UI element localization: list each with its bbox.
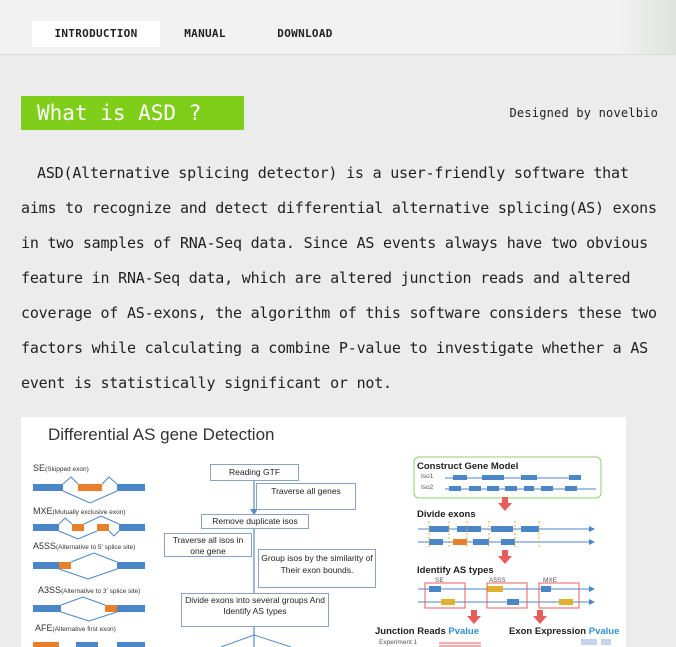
- label-se: SE: [435, 577, 444, 584]
- label-exon-expression: Exon Expression Pvalue: [509, 626, 620, 637]
- as-type-afe: AFE(Alternative first exon): [35, 623, 116, 633]
- figure-graphics: [33, 456, 611, 647]
- arrow-down-2: [498, 550, 512, 564]
- tab-manual[interactable]: MANUAL: [184, 27, 226, 40]
- as-type-a5ss: A5SS(Alternative to 5' splice site): [33, 541, 136, 551]
- flow-divide-exons: Divide exons into several groups And Ide…: [181, 593, 329, 627]
- label-mxe: MXE: [543, 577, 558, 584]
- as-type-se: SE(Skipped exon): [33, 463, 89, 473]
- tab-download[interactable]: DOWNLOAD: [277, 27, 333, 40]
- label-experiment-1: Experiment 1: [379, 639, 418, 646]
- arrow-down-1: [498, 497, 512, 511]
- intro-paragraph: ASD(Alternative splicing detector) is a …: [21, 164, 657, 392]
- arrow-down-4: [533, 610, 547, 624]
- label-iso2: Iso2: [421, 484, 434, 491]
- label-identify-as-types: Identify AS types: [417, 565, 494, 576]
- a5ss-diagram: [33, 552, 145, 580]
- main-nav: INTRODUCTION MANUAL DOWNLOAD: [32, 21, 360, 47]
- label-construct-gene-model: Construct Gene Model: [417, 461, 519, 472]
- flow-traverse-isos: Traverse all isos in one gene: [164, 533, 252, 557]
- se-diagram: [33, 476, 145, 504]
- as-type-mxe: MXE(Mutually exclusive exon): [33, 506, 126, 516]
- as-type-a3ss: A3SS(Alternative to 3' splice site): [38, 585, 141, 595]
- label-iso1: Iso1: [421, 473, 434, 480]
- label-a5ss: A5SS: [489, 577, 506, 584]
- afe-diagram: [33, 642, 145, 647]
- mxe-diagram: [33, 515, 145, 540]
- arrow-down-3: [467, 610, 481, 624]
- a3ss-diagram: [33, 596, 145, 622]
- nav-bar-edge: [616, 0, 676, 54]
- designer-credit: Designed by novelbio: [509, 106, 658, 120]
- flow-traverse-genes: Traverse all genes: [256, 483, 356, 510]
- label-divide-exons: Divide exons: [417, 509, 476, 520]
- figure-title: Differential AS gene Detection: [48, 425, 275, 444]
- tab-introduction[interactable]: INTRODUCTION: [32, 21, 160, 47]
- page-title: What is ASD ?: [21, 96, 244, 130]
- flow-remove-duplicate: Remove duplicate isos: [201, 514, 309, 529]
- label-junction-reads: Junction Reads Pvalue: [375, 626, 480, 637]
- flow-reading-gtf: Reading GTF: [210, 464, 299, 481]
- flow-group-isos: Group isos by the similarity of Their ex…: [258, 549, 376, 588]
- workflow-figure: Differential AS gene Detection SE(Skippe…: [21, 417, 626, 647]
- top-nav-bar: INTRODUCTION MANUAL DOWNLOAD: [0, 0, 676, 55]
